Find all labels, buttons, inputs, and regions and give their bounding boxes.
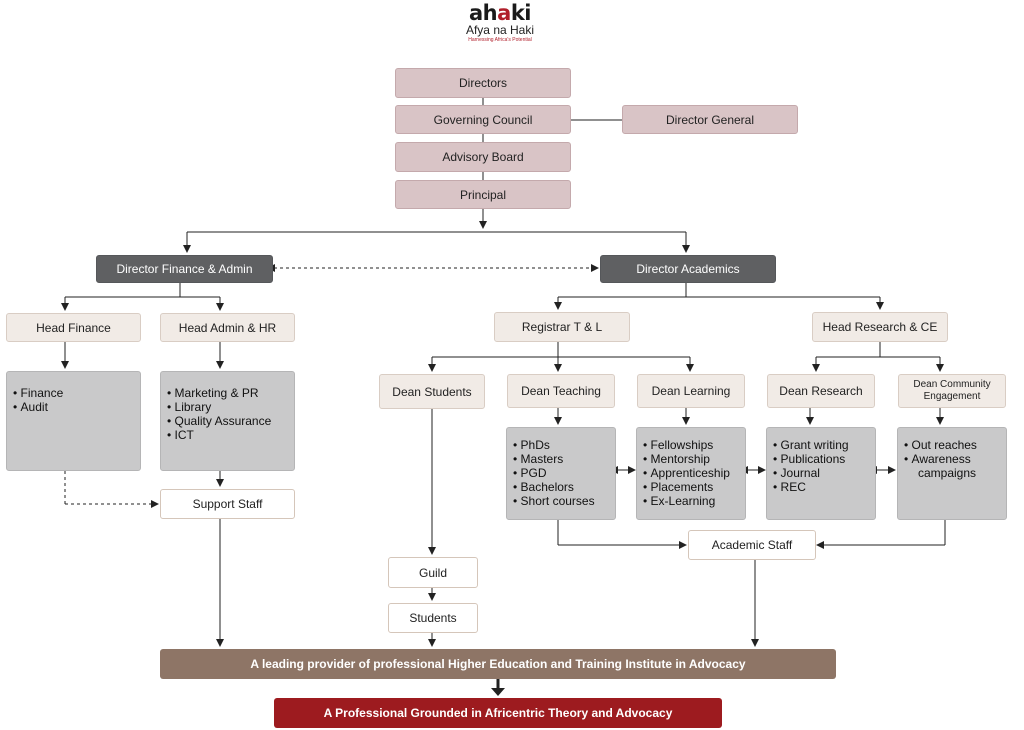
- node-governing-council: Governing Council: [395, 105, 571, 134]
- node-dean-teaching: Dean Teaching: [507, 374, 615, 408]
- list-item: Apprenticeship: [643, 466, 730, 480]
- node-academic-staff: Academic Staff: [688, 530, 816, 560]
- ahaki-logo: ahaki Afya na Haki Harnessing Africa's P…: [400, 2, 600, 44]
- list-item: Journal: [773, 466, 849, 480]
- list-item: campaigns: [918, 466, 977, 480]
- list-item: PhDs: [513, 438, 595, 452]
- dean-community-label-line1: Dean Community: [913, 379, 991, 390]
- list-item: REC: [773, 480, 849, 494]
- node-director-finance-admin: Director Finance & Admin: [96, 255, 273, 283]
- list-community-activities: Out reaches Awareness campaigns: [897, 427, 1007, 520]
- node-support-staff: Support Staff: [160, 489, 295, 519]
- list-item: Placements: [643, 480, 730, 494]
- node-students: Students: [388, 603, 478, 633]
- node-director-academics: Director Academics: [600, 255, 776, 283]
- mission-statement-bar: A leading provider of professional Highe…: [160, 649, 836, 679]
- list-item: Fellowships: [643, 438, 730, 452]
- list-item: Grant writing: [773, 438, 849, 452]
- list-item: Finance: [13, 386, 64, 400]
- logo-wordmark: ahaki: [469, 1, 531, 25]
- list-item: Ex-Learning: [643, 494, 730, 508]
- node-director-general: Director General: [622, 105, 798, 134]
- list-item: PGD: [513, 466, 595, 480]
- list-item: Masters: [513, 452, 595, 466]
- list-item: ICT: [167, 428, 271, 442]
- node-directors: Directors: [395, 68, 571, 98]
- list-learning-programmes: Fellowships Mentorship Apprenticeship Pl…: [636, 427, 746, 520]
- list-item: Audit: [13, 400, 63, 414]
- node-guild: Guild: [388, 557, 478, 588]
- logo-tagline: Harnessing Africa's Potential: [468, 37, 532, 43]
- logo-subtitle: Afya na Haki: [465, 23, 535, 37]
- node-dean-learning: Dean Learning: [637, 374, 745, 408]
- list-item: Awareness: [904, 452, 977, 466]
- node-registrar: Registrar T & L: [494, 312, 630, 342]
- list-item: Marketing & PR: [167, 386, 271, 400]
- node-dean-community-engagement: Dean Community Engagement: [898, 374, 1006, 408]
- list-item: Library: [167, 400, 271, 414]
- dean-community-label-line2: Engagement: [923, 391, 981, 402]
- list-item: Mentorship: [643, 452, 730, 466]
- node-advisory-board: Advisory Board: [395, 142, 571, 172]
- node-dean-students: Dean Students: [379, 374, 485, 409]
- node-head-research-ce: Head Research & CE: [812, 312, 948, 342]
- node-dean-research: Dean Research: [767, 374, 875, 408]
- list-admin-functions: Marketing & PR Library Quality Assurance…: [160, 371, 295, 471]
- vision-statement-bar: A Professional Grounded in Africentric T…: [274, 698, 722, 728]
- list-item: Bachelors: [513, 480, 595, 494]
- list-item: Quality Assurance: [167, 414, 272, 428]
- list-item: Out reaches: [904, 438, 977, 452]
- list-teaching-programmes: PhDs Masters PGD Bachelors Short courses: [506, 427, 616, 520]
- list-finance-functions: Finance Audit: [6, 371, 141, 471]
- node-principal: Principal: [395, 180, 571, 209]
- list-item: Short courses: [513, 494, 595, 508]
- list-item: Publications: [773, 452, 849, 466]
- node-head-admin-hr: Head Admin & HR: [160, 313, 295, 342]
- list-research-activities: Grant writing Publications Journal REC: [766, 427, 876, 520]
- node-head-finance: Head Finance: [6, 313, 141, 342]
